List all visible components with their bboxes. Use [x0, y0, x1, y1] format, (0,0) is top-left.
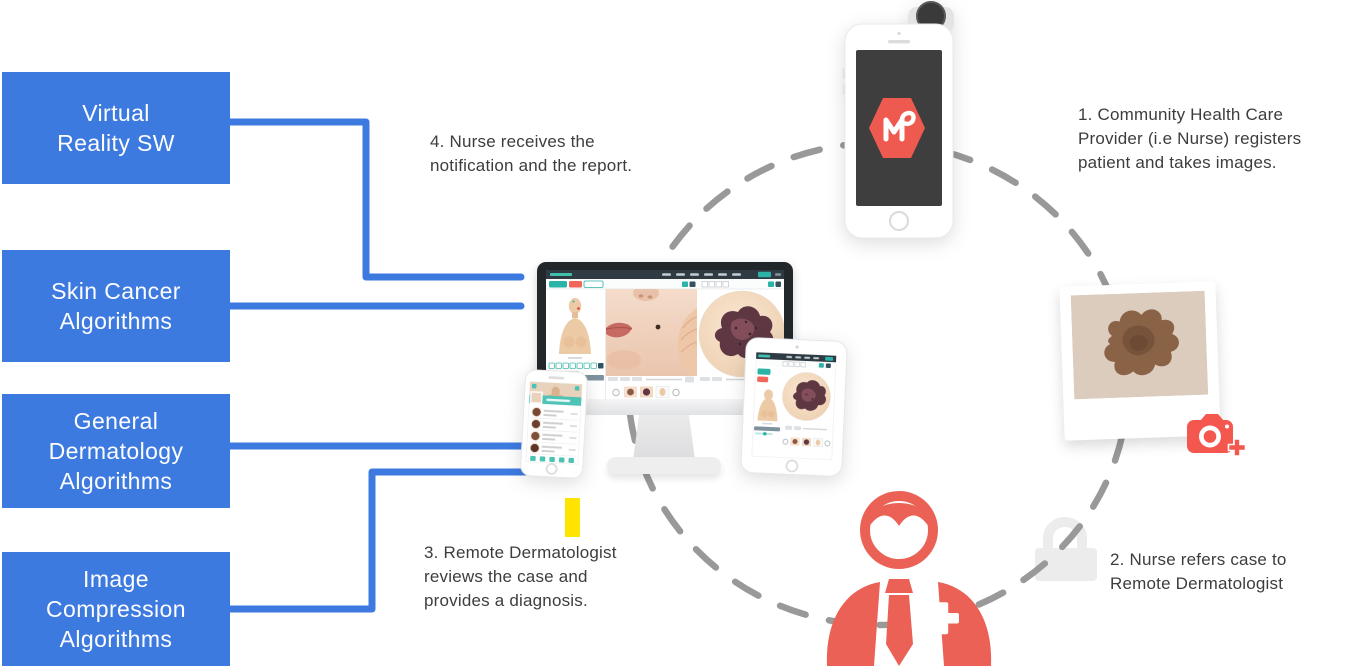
box-image-compression-algorithms: Image Compression Algorithms [2, 552, 230, 666]
phone-patient-list-icon [519, 368, 589, 479]
step-3-caption: 3. Remote Dermatologist reviews the case… [424, 543, 617, 610]
monitor-stand [633, 414, 695, 460]
box-label-line: Algorithms [59, 468, 173, 494]
tablet-dermatology-app-icon [739, 336, 849, 478]
box-label-line: Virtual [82, 100, 150, 126]
step-2-caption: 2. Nurse refers case to Remote Dermatolo… [1110, 550, 1287, 593]
box-label-line: General [73, 408, 159, 434]
step-1-caption: 1. Community Health Care Provider (i.e N… [1078, 105, 1302, 172]
lock-icon [1030, 506, 1100, 584]
box-virtual-reality-sw: Virtual Reality SW [2, 72, 230, 184]
box-label-line: Compression [46, 596, 186, 622]
box-label-line: Algorithms [59, 626, 173, 652]
box-label-line: Skin Cancer [51, 278, 181, 304]
box-general-dermatology-algorithms: General Dermatology Algorithms [2, 394, 230, 508]
camera-add-icon [1186, 410, 1248, 464]
smartphone-dermoscope-icon [838, 0, 968, 245]
dermatologist-icon [818, 482, 1002, 666]
box-label-line: Reality SW [57, 130, 175, 156]
box-label-line: Image [83, 566, 149, 592]
box-label-line: Algorithms [59, 308, 173, 334]
yellow-highlight-marker [565, 498, 580, 537]
monitor-stand-base [607, 457, 721, 474]
step-4-caption: 4. Nurse receives the notification and t… [430, 132, 633, 175]
box-label-line: Dermatology [48, 438, 184, 464]
box-skin-cancer-algorithms: Skin Cancer Algorithms [2, 250, 230, 362]
